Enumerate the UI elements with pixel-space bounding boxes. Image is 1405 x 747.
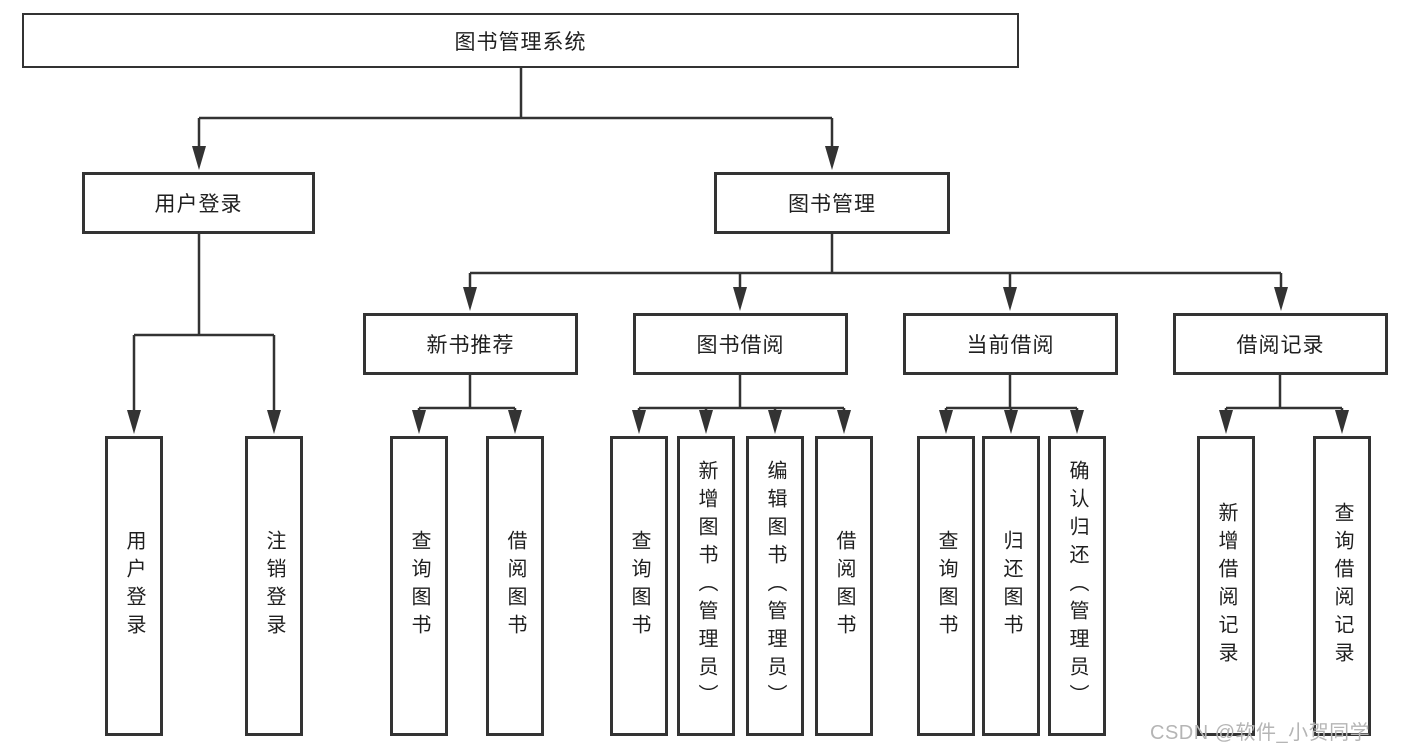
node-query-books-borrowing: 查询图书 [610,436,668,736]
node-book-borrowing-label: 图书借阅 [696,334,785,357]
node-borrow-books-recommend-label: 借阅图书 [504,530,526,642]
node-root: 图书管理系统 [22,13,1019,68]
node-query-books-current-label: 查询图书 [935,530,957,642]
node-query-borrow-record: 查询借阅记录 [1313,436,1371,736]
node-edit-book-admin: 编辑图书（管理员） [746,436,804,736]
node-query-books-recommend-label: 查询图书 [408,530,430,642]
node-current-borrowing-label: 当前借阅 [966,334,1055,357]
node-borrowing-records: 借阅记录 [1173,313,1388,375]
node-current-borrowing: 当前借阅 [903,313,1118,375]
node-root-label: 图书管理系统 [454,30,587,54]
node-query-books-current: 查询图书 [917,436,975,736]
node-logout: 注销登录 [245,436,303,736]
node-confirm-return-admin-label: 确认归还（管理员） [1066,460,1088,712]
node-new-book-recommendation: 新书推荐 [363,313,578,375]
node-confirm-return-admin: 确认归还（管理员） [1048,436,1106,736]
node-book-management: 图书管理 [714,172,950,234]
node-user-login-leaf: 用户登录 [105,436,163,736]
node-edit-book-admin-label: 编辑图书（管理员） [764,460,786,712]
watermark: CSDN @软件_小贺同学 [1150,722,1371,744]
node-user-login-label: 用户登录 [154,193,243,216]
node-new-book-recommendation-label: 新书推荐 [426,334,515,357]
node-return-books: 归还图书 [982,436,1040,736]
node-query-books-borrowing-label: 查询图书 [628,530,650,642]
node-add-book-admin: 新增图书（管理员） [677,436,735,736]
node-book-borrowing: 图书借阅 [633,313,848,375]
node-query-books-recommend: 查询图书 [390,436,448,736]
node-borrow-books-borrowing: 借阅图书 [815,436,873,736]
node-user-login: 用户登录 [82,172,315,234]
node-borrow-books-recommend: 借阅图书 [486,436,544,736]
node-logout-label: 注销登录 [263,530,285,642]
node-add-borrow-record: 新增借阅记录 [1197,436,1255,736]
node-return-books-label: 归还图书 [1000,530,1022,642]
node-query-borrow-record-label: 查询借阅记录 [1331,502,1353,670]
node-add-borrow-record-label: 新增借阅记录 [1215,502,1237,670]
node-add-book-admin-label: 新增图书（管理员） [695,460,717,712]
node-user-login-leaf-label: 用户登录 [123,530,145,642]
node-book-management-label: 图书管理 [788,193,876,216]
node-borrowing-records-label: 借阅记录 [1236,334,1325,357]
node-borrow-books-borrowing-label: 借阅图书 [833,530,855,642]
